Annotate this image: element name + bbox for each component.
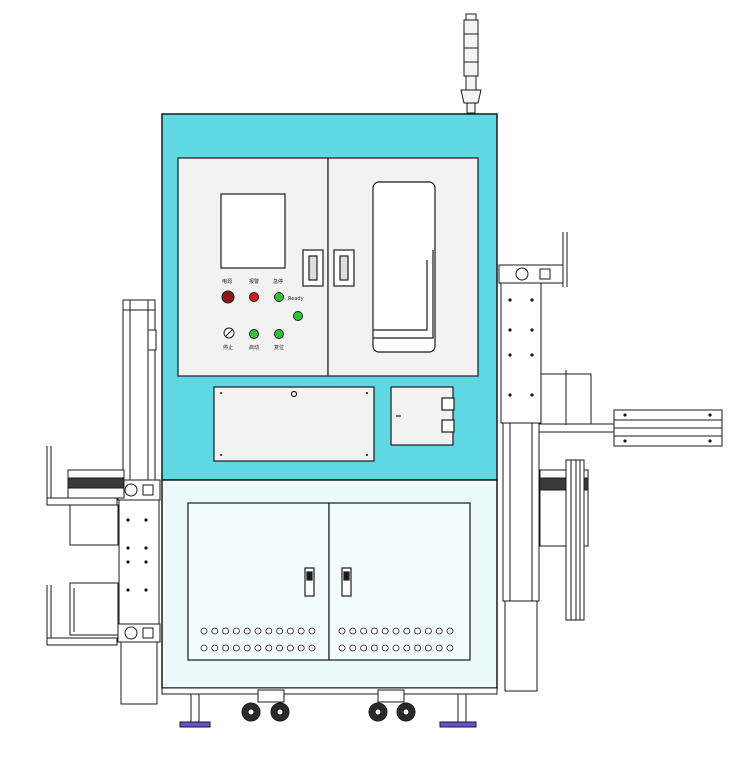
right-door-handle[interactable] — [341, 567, 352, 597]
signal-tower — [460, 13, 482, 114]
emergency-stop-button[interactable] — [221, 290, 235, 304]
upper-left-door — [177, 157, 329, 377]
middle-panel-screws — [220, 392, 368, 456]
vent-hole — [392, 627, 400, 635]
ready-lamp-2 — [293, 311, 303, 321]
vent-hole — [370, 644, 378, 652]
right-conveyor-module — [498, 232, 723, 692]
vent-hole — [297, 627, 305, 635]
label-stop: 停止 — [223, 344, 233, 351]
label-estop: 急停 — [273, 278, 283, 285]
vent-hole — [276, 627, 284, 635]
leveling-feet — [179, 693, 477, 728]
vent-hole — [308, 627, 316, 635]
left-module-holes — [126, 518, 148, 592]
vent-hole — [286, 627, 294, 635]
vent-hole — [381, 644, 389, 652]
vent-hole — [435, 644, 443, 652]
vent-hole — [403, 644, 411, 652]
label-alarm: 报警 — [249, 278, 259, 285]
vent-hole — [276, 644, 284, 652]
vent-hole — [200, 627, 208, 635]
vent-hole — [243, 644, 251, 652]
vent-hole — [403, 627, 411, 635]
vent-hole — [446, 627, 454, 635]
left-door-handle[interactable] — [304, 567, 315, 597]
vent-hole — [414, 627, 422, 635]
vent-hole — [265, 644, 273, 652]
operator-panel — [221, 290, 303, 339]
panel-labels: 电源 报警 急停 启动 复位 停止 Ready — [222, 278, 304, 351]
vent-hole — [446, 644, 454, 652]
label-ready: Ready — [288, 296, 304, 302]
vent-hole — [435, 627, 443, 635]
vent-hole — [222, 627, 230, 635]
vent-hole — [254, 627, 262, 635]
vent-hole — [308, 644, 316, 652]
vent-holes — [200, 627, 454, 652]
vent-hole — [297, 644, 305, 652]
vent-hole — [349, 627, 357, 635]
vent-hole — [414, 644, 422, 652]
vent-hole — [243, 627, 251, 635]
upper-right-door — [327, 157, 479, 377]
vent-hole — [222, 644, 230, 652]
vent-hole — [360, 627, 368, 635]
vent-hole — [338, 627, 346, 635]
vent-hole — [265, 627, 273, 635]
vent-hole — [286, 644, 294, 652]
ready-lamp — [274, 292, 284, 302]
vent-hole — [232, 644, 240, 652]
casters — [241, 689, 416, 722]
vent-hole — [200, 644, 208, 652]
reset-button[interactable] — [274, 329, 284, 339]
vent-hole — [424, 644, 432, 652]
vent-hole — [211, 627, 219, 635]
label-start: 启动 — [249, 344, 259, 351]
vent-hole — [232, 627, 240, 635]
start-button[interactable] — [249, 329, 259, 339]
middle-access-panel — [213, 386, 455, 462]
vent-hole — [338, 644, 346, 652]
vent-hole — [392, 644, 400, 652]
label-power: 电源 — [222, 278, 232, 285]
label-reset: 复位 — [274, 344, 284, 351]
right-module-holes — [508, 298, 712, 443]
vent-hole — [424, 627, 432, 635]
vent-hole — [370, 627, 378, 635]
vent-hole — [360, 644, 368, 652]
alarm-lamp — [249, 292, 259, 302]
vent-hole — [381, 627, 389, 635]
vent-hole — [349, 644, 357, 652]
vent-hole — [254, 644, 262, 652]
base-plate — [161, 687, 498, 695]
left-conveyor-module — [46, 299, 161, 705]
vent-hole — [211, 644, 219, 652]
lower-doors — [187, 502, 471, 661]
